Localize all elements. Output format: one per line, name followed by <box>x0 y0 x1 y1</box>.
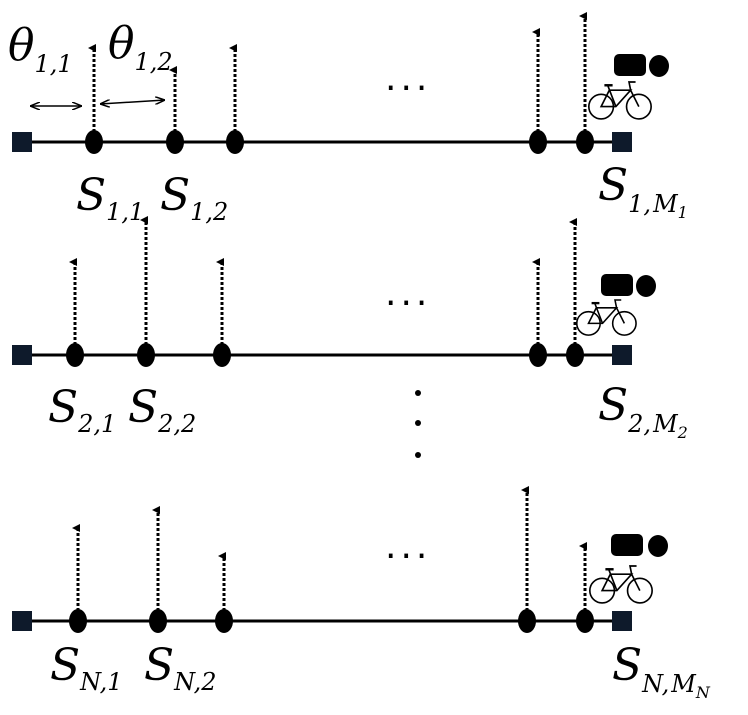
ellipsis-horizontal: ··· <box>385 536 431 577</box>
station-label: SN,2 <box>144 640 217 696</box>
station-label: S1,2 <box>160 170 228 226</box>
station-node <box>85 130 103 154</box>
station-node <box>518 609 536 633</box>
station-label-end: S2,M2 <box>598 380 688 442</box>
station-node <box>166 130 184 154</box>
route-row-2: ··· S2,1 S2,2 S2,M2 <box>12 216 688 442</box>
station-label-end: SN,MN <box>612 640 711 702</box>
bike-courier-icon <box>587 54 669 121</box>
theta-1-2-label: θ1,2 <box>108 18 173 76</box>
route-row-1: θ1,1 θ1,2 ··· S1,1 S1,2 S1,M1 <box>8 12 688 226</box>
station-label: S2,2 <box>128 382 196 438</box>
station-node <box>576 609 594 633</box>
station-label: S2,1 <box>48 382 116 438</box>
depot-start <box>12 345 32 365</box>
station-node <box>529 130 547 154</box>
depot-end <box>612 611 632 631</box>
station-node <box>529 343 547 367</box>
depot-end <box>612 132 632 152</box>
bike-courier-icon <box>588 534 668 605</box>
depot-start <box>12 132 32 152</box>
station-label-end: S1,M1 <box>598 160 688 222</box>
station-node <box>149 609 167 633</box>
theta-1-1-label: θ1,1 <box>8 20 73 78</box>
station-node <box>69 609 87 633</box>
ellipsis-vertical <box>415 390 421 458</box>
station-node <box>226 130 244 154</box>
station-label: S1,1 <box>76 170 144 226</box>
depot-start <box>12 611 32 631</box>
station-node <box>215 609 233 633</box>
gap-arrow-1-2 <box>100 100 165 104</box>
ellipsis-horizontal: ··· <box>385 68 431 109</box>
station-node <box>213 343 231 367</box>
station-node <box>566 343 584 367</box>
station-label: SN,1 <box>50 640 123 696</box>
ellipsis-horizontal: ··· <box>385 283 431 324</box>
station-node <box>576 130 594 154</box>
depot-end <box>612 345 632 365</box>
bike-courier-icon <box>575 274 656 337</box>
route-row-N: ··· SN,1 SN,2 SN,MN <box>12 486 711 702</box>
station-node <box>66 343 84 367</box>
station-node <box>137 343 155 367</box>
